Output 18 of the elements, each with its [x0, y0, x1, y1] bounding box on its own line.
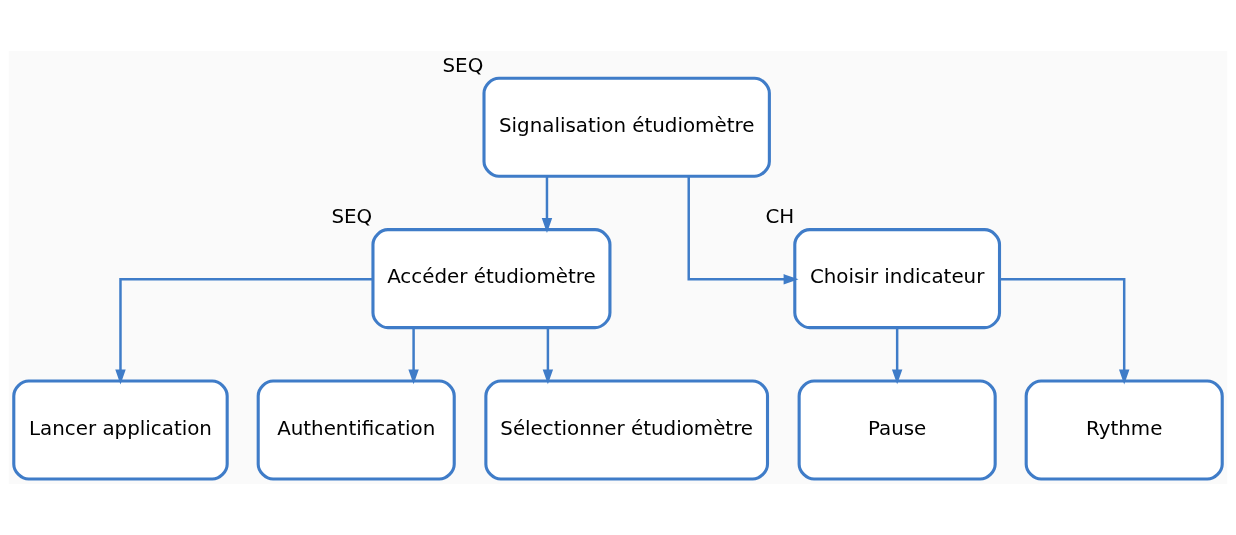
node-box: Signalisation étudiomètre — [482, 76, 771, 178]
node-box: Choisir indicateur — [793, 228, 1002, 330]
arrow — [115, 278, 373, 385]
arrow — [891, 327, 903, 385]
node-label: SEQ — [331, 205, 373, 229]
arrow — [408, 327, 419, 385]
node-box: Sélectionner étudiomètre — [484, 379, 770, 481]
node-box: Lancer application — [12, 379, 229, 481]
arrow — [542, 327, 554, 385]
node-box: Accéder étudiomètre — [371, 228, 612, 330]
node-box: Authentification — [256, 379, 456, 481]
arrow — [541, 176, 553, 233]
node-label: CH — [765, 205, 795, 229]
node-label: SEQ — [442, 53, 484, 77]
node-box: Rythme — [1024, 379, 1224, 481]
arrow — [999, 278, 1130, 385]
arrow — [687, 176, 799, 285]
node-box: Pause — [797, 379, 997, 481]
